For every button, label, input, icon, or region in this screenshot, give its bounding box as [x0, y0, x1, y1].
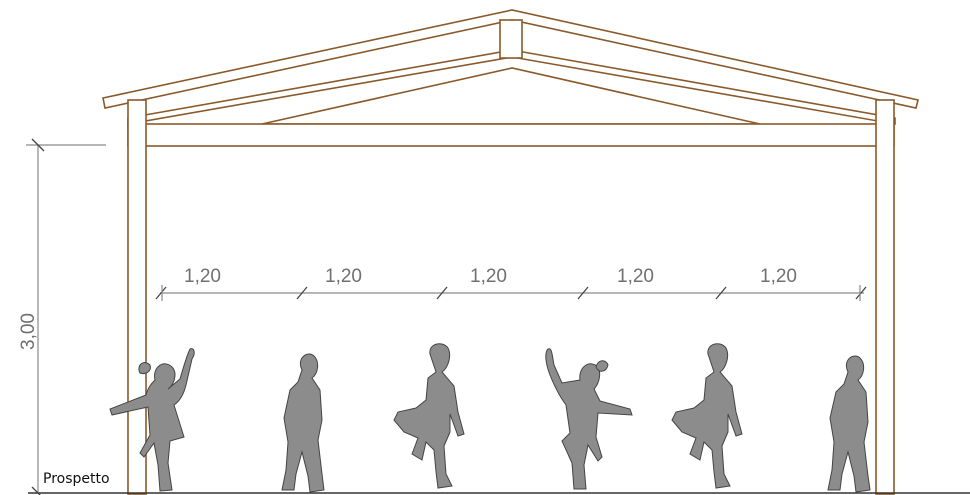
- horizontal-beam: [127, 123, 895, 147]
- child-figure-1: [109, 348, 195, 492]
- spacing-tick: [577, 286, 589, 300]
- roof-truss-inner: [261, 67, 761, 125]
- roof: [102, 9, 919, 125]
- height-tick-bottom: [31, 486, 41, 495]
- spacing-label-2: 1,20: [325, 266, 362, 287]
- left-post: [127, 99, 147, 495]
- spacing-ticks: [155, 286, 867, 300]
- spacing-dimension-chain: 1,20 1,20 1,20 1,20 1,20: [155, 266, 867, 301]
- right-post: [875, 99, 895, 495]
- spacing-label-1: 1,20: [184, 266, 221, 287]
- spacing-tick: [855, 286, 867, 300]
- height-dimension: 3,00: [18, 138, 106, 495]
- elevation-label: Prospetto: [43, 471, 110, 487]
- ridge-post: [499, 19, 523, 59]
- spacing-label-5: 1,20: [760, 266, 797, 287]
- spacing-tick: [715, 286, 727, 300]
- spacing-tick: [436, 286, 448, 300]
- child-figure-5: [671, 343, 743, 489]
- spacing-label-4: 1,20: [617, 266, 654, 287]
- spacing-tick: [155, 286, 167, 300]
- child-figures: [109, 343, 871, 493]
- spacing-label-3: 1,20: [470, 266, 507, 287]
- spacing-tick: [296, 286, 308, 300]
- height-dimension-text: 3,00: [18, 313, 39, 350]
- child-figure-6: [827, 355, 871, 493]
- child-figure-3: [393, 343, 465, 489]
- child-figure-4: [545, 348, 633, 490]
- roof-top-rafter: [102, 9, 919, 109]
- height-tick-top: [31, 138, 45, 152]
- child-figure-2: [281, 353, 325, 493]
